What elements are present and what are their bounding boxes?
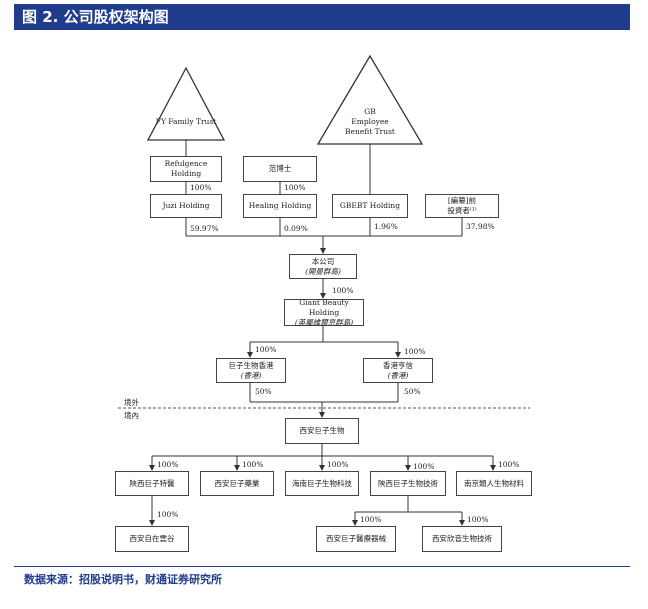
fy-family-trust-label: FY Family Trust <box>155 117 217 126</box>
preipo-investors-box: [編纂]前 投資者⁽¹⁾ <box>425 194 499 218</box>
pct-giant-hk: 100% <box>255 345 277 354</box>
pct-jishu-qixie: 100% <box>360 515 382 524</box>
pct-company-giant: 100% <box>332 286 354 295</box>
pct-juzi-share: 59.97% <box>190 224 219 233</box>
fan-box: 范博士 <box>243 156 317 182</box>
pct-healing-share: 0.09% <box>284 224 308 233</box>
xian-qixie-box: 西安巨子醫療器械 <box>316 526 396 552</box>
refulgence-holding-box: Refulgence Holding <box>150 156 222 182</box>
pct-hk-share: 50% <box>255 387 272 396</box>
shaanxi-tejian-box: 陝西巨子特醫 <box>115 471 189 496</box>
juzi-hk-box: 巨子生物香港 (香港) <box>216 358 286 383</box>
hainan-box: 海南巨子生物科技 <box>285 471 359 496</box>
figure-title: 图 2. 公司股权架构图 <box>14 4 630 30</box>
xian-yinyun-box: 西安欣音生物技術 <box>422 526 502 552</box>
fy-trust-triangle <box>146 66 226 141</box>
xian-ziyun-box: 西安自在雲谷 <box>115 526 189 552</box>
juzi-holding-box: Juzi Holding <box>150 194 222 218</box>
giant-beauty-holding-box: Giant Beauty Holding (英屬維爾京群島) <box>284 298 364 327</box>
nanjing-box: 南京類人生物材料 <box>456 471 532 496</box>
pct-xian-jishu: 100% <box>413 462 435 471</box>
pct-refulgence-juzi: 100% <box>190 183 212 192</box>
onshore-label: 境內 <box>124 411 139 420</box>
offshore-label: 境外 <box>124 398 139 407</box>
pct-fan-healing: 100% <box>284 183 306 192</box>
pct-gbebt-share: 1.96% <box>374 222 398 231</box>
xian-juzi-box: 西安巨子生物 <box>285 418 359 444</box>
pct-xian-yaopin: 100% <box>242 460 264 469</box>
xiangtai-hk-box: 香港亨信 (香港) <box>363 358 433 383</box>
pct-xian-nanjing: 100% <box>498 460 520 469</box>
xian-yaopin-box: 西安巨子藥業 <box>200 471 274 496</box>
gb-employee-trust-label: GB Employee Benefit Trust <box>345 107 395 136</box>
pct-tejian-ziyun: 100% <box>157 510 179 519</box>
figure-source: 数据来源：招股说明书，财通证券研究所 <box>24 573 222 586</box>
pct-xiangtai-share: 50% <box>404 387 421 396</box>
pct-giant-xiangtai: 100% <box>404 347 426 356</box>
pct-xian-hainan: 100% <box>327 460 349 469</box>
gbebt-holding-box: GBEBT Holding <box>332 194 408 218</box>
footer-rule <box>14 566 630 567</box>
pct-xian-tejian: 100% <box>157 460 179 469</box>
pct-preipo-share: 37.98% <box>466 222 495 231</box>
company-box: 本公司 (開曼群島) <box>289 254 357 279</box>
pct-jishu-yinyun: 100% <box>467 515 489 524</box>
shaanxi-jishu-box: 陝西巨子生物技術 <box>370 471 446 496</box>
healing-holding-box: Healing Holding <box>243 194 317 218</box>
